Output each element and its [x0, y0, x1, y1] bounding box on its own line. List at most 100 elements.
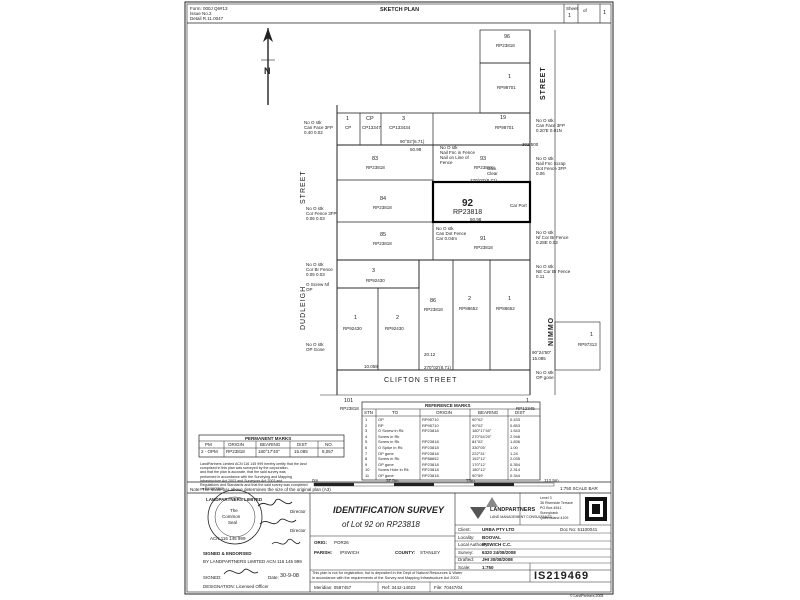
signed-label: SIGNED:: [203, 575, 222, 580]
tie-note: 0.06 0.03: [306, 216, 325, 221]
table-cell: 2.314: [510, 467, 521, 473]
statement-line: performed in accordance with the Surveyi…: [200, 474, 292, 479]
disclaimer-line: This plan is not for registration, but i…: [312, 571, 463, 575]
lot-number: 96: [504, 34, 511, 40]
table-cell: 330°05': [472, 445, 486, 450]
director-label: Director: [290, 528, 306, 533]
table-cell: 0.354: [510, 461, 521, 467]
table-cell: 10: [365, 467, 370, 473]
tie-note: Clear: [487, 171, 498, 176]
tie-note: No O stk: [306, 206, 324, 211]
client-info-value: JHI 30/08/2008: [482, 557, 513, 562]
company-name: LANDPARTNERS: [490, 507, 536, 513]
client-info-value: IPSWICH C.C.: [482, 542, 512, 547]
lot-number: 1: [508, 74, 512, 80]
table-cell: 152°12': [472, 456, 486, 462]
identification-subtitle: of Lot 92 on RP23818: [342, 520, 420, 529]
tie-note: OP gone: [536, 375, 554, 380]
table-cell: O Spike in Rk: [378, 445, 403, 450]
tie-note: OP Gone: [306, 347, 325, 352]
date-label: Date:: [268, 575, 279, 580]
lot-plan: CP13347: [362, 125, 381, 130]
page-title: SKETCH PLAN: [380, 7, 420, 13]
table-cell: 180°17'40": [472, 428, 492, 434]
table-cell: OP gone: [378, 461, 394, 467]
scale-label: 1:750 SCALE BAR: [560, 486, 598, 491]
table-cell: RP88652: [422, 456, 439, 462]
company-tagline: LAND MANAGEMENT CONSULTANTS: [490, 515, 552, 519]
table-cell: 84°02': [472, 439, 484, 445]
address-line: Queensland 4109: [540, 516, 569, 520]
table-cell: RP23818: [226, 449, 245, 454]
address-line: Level 3: [540, 496, 552, 500]
tie-note: Nf Cor Br Fence: [536, 235, 569, 240]
lot-number: 1: [346, 116, 350, 122]
lot-plan: RP98701: [497, 85, 516, 90]
permanent-marks-title: PERMANENT MARKS: [245, 436, 292, 441]
table-cell: Screw in Rk: [378, 456, 400, 462]
client-info-label: Local Authority:: [458, 542, 489, 547]
table-cell: 0.344: [510, 473, 521, 478]
lot-plan: RP92430: [366, 278, 385, 283]
lot-number: 86: [430, 298, 437, 304]
table-header: ORIGIN: [436, 410, 453, 415]
table-cell: RP23818: [422, 473, 439, 478]
lot-plan: RP23818: [496, 43, 515, 48]
bearing-label: 90°24'50": [532, 350, 552, 355]
lot-plan: RP98701: [495, 125, 514, 130]
table-cell: RP23818: [422, 450, 439, 456]
lot-number: 1: [590, 332, 594, 338]
seal-text: Seal: [228, 520, 238, 525]
table-cell: Screw Hole in Rk: [378, 467, 409, 473]
car-port-note: Car Port: [510, 203, 527, 208]
lot-number: CP: [366, 116, 374, 122]
form-line: Issue No.2: [190, 11, 212, 16]
table-cell: 1.00: [510, 445, 518, 450]
file: File: 70447/04: [434, 585, 463, 590]
scale-tick: 0m: [312, 478, 319, 483]
doc-number: Doc No: 51100041: [560, 527, 598, 532]
reference-marks-title: REFERENCE MARKS: [425, 403, 471, 408]
identification-title: IDENTIFICATION SURVEY: [333, 505, 444, 515]
lot-number: 83: [372, 156, 379, 162]
table-cell: RP23818: [422, 445, 439, 450]
table-cell: 15.085: [294, 449, 308, 454]
lot-number: 2: [468, 296, 472, 302]
table-cell: 1.836: [510, 439, 521, 445]
ref: Ref: 3442-14023: [382, 585, 416, 590]
lot-plan: RP23818: [340, 406, 359, 411]
tie-note: Can Face 3FP: [536, 123, 566, 128]
statement-line: LandPartners Limited ACN 116 145 999 her…: [200, 462, 307, 466]
seal-text: The: [230, 508, 238, 513]
lot-number: 1: [508, 296, 512, 302]
statement-line: Infrastructure Act 2003 and Surveyors Ac…: [200, 478, 283, 483]
tie-note: Cor Br Fence: [306, 267, 333, 272]
by-line: BY LANDPARTNERS LIMITED ACN 116 145 999: [203, 559, 302, 564]
subject-lot-number: 92: [462, 198, 474, 209]
table-cell: 1: [365, 417, 368, 422]
tie-note: Nail on Line of: [440, 155, 469, 160]
north-label: N: [264, 66, 271, 76]
client-info-label: Survey:: [458, 549, 474, 555]
table-cell: Screw in Rk: [378, 433, 400, 439]
form-line: Detail R.11.0047: [190, 16, 224, 21]
street-label-dudleigh-top: STREET: [300, 170, 307, 204]
lot-plan: CP: [345, 125, 352, 130]
lot-plan: RP88652: [459, 306, 478, 311]
table-cell: 2.035: [510, 456, 521, 462]
table-header: PM: [205, 442, 212, 447]
lot-number: 85: [380, 232, 387, 238]
table-header: NO.: [325, 442, 334, 447]
scale-tick: 37.5m: [386, 478, 399, 483]
street-label-nimmo: NIMMO: [548, 316, 555, 346]
table-cell: 1.543: [510, 428, 521, 434]
tie-note: Nail Fnc Scrap: [536, 161, 566, 166]
lot-number: 3: [372, 268, 376, 274]
address-line: 36 Riverside Terrace: [540, 501, 573, 505]
lot-plan: RP88652: [496, 306, 515, 311]
statement-line: on 29/08/2008: [200, 487, 223, 492]
lot-number: 2: [396, 315, 400, 321]
plan-number: IS219469: [534, 570, 590, 582]
lot-number: 101: [344, 398, 354, 404]
tie-note: No O stk: [536, 118, 554, 123]
